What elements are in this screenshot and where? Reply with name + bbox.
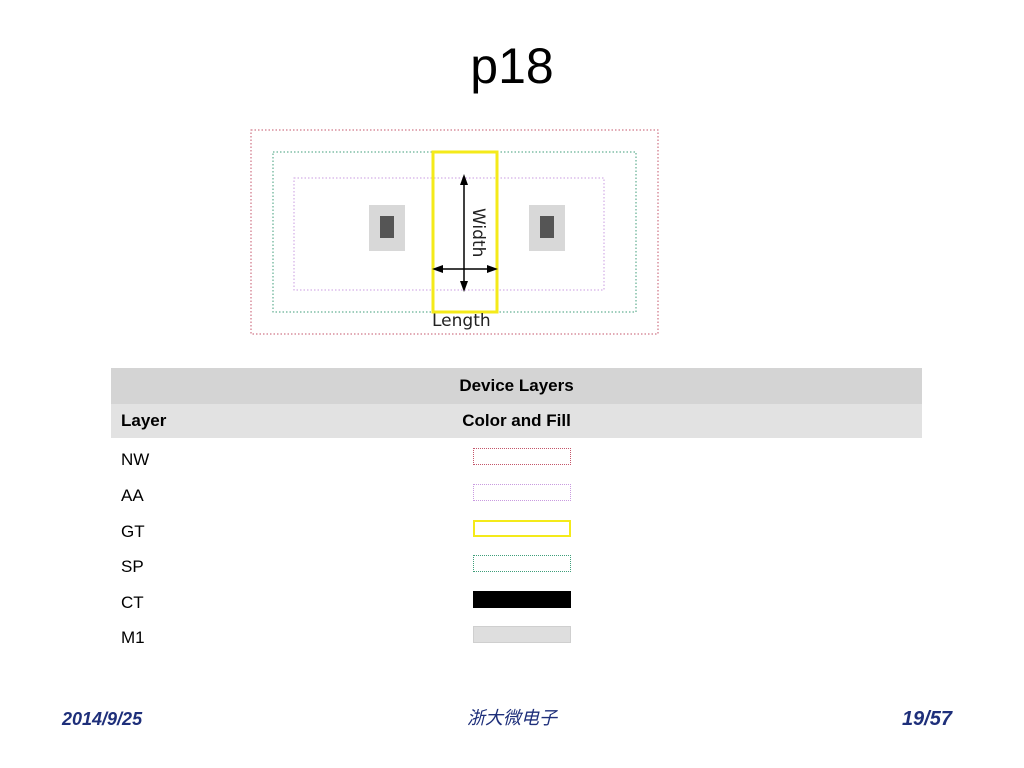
layer-name: CT — [121, 593, 144, 612]
device-layers-table: Device Layers Layer Color and Fill NW AA G… — [111, 368, 922, 647]
layer-row-gt: GT — [111, 518, 922, 548]
length-arrow-head-right — [487, 265, 498, 273]
width-arrow-head-top — [460, 174, 468, 185]
layer-swatch-m1 — [473, 626, 571, 643]
column-header-color: Color and Fill — [462, 411, 571, 430]
table-heading: Device Layers — [111, 368, 922, 404]
layer-name: AA — [121, 486, 144, 505]
aa-layer-outline — [293, 177, 605, 291]
layer-swatch-sp — [473, 555, 571, 572]
layer-name: GT — [121, 522, 145, 541]
layer-swatch-gt — [473, 520, 571, 537]
footer-organization: 浙大微电子 — [467, 708, 557, 729]
layer-name: NW — [121, 450, 150, 469]
transistor-layout-diagram: Length Width — [250, 128, 680, 338]
layout-drawing — [250, 129, 659, 335]
length-label: Length — [432, 311, 491, 331]
left-contact — [380, 216, 394, 238]
layer-swatch-aa — [473, 484, 571, 501]
width-label: Width — [468, 208, 488, 258]
gate-layer — [431, 150, 499, 314]
width-arrow-head-bottom — [460, 281, 468, 292]
layer-swatch-nw — [473, 448, 571, 465]
layer-row-m1: M1 — [111, 624, 922, 654]
length-arrow-head-left — [432, 265, 443, 273]
column-header-layer: Layer — [121, 411, 167, 430]
footer-page-number: 19/57 — [901, 708, 952, 730]
layer-row-nw: NW — [111, 446, 922, 476]
table-column-headers: Layer Color and Fill — [111, 404, 922, 438]
layer-name: SP — [121, 557, 144, 576]
layer-row-sp: SP — [111, 553, 922, 583]
layer-name: M1 — [121, 628, 145, 647]
right-contact — [540, 216, 554, 238]
nw-layer-outline — [250, 129, 659, 335]
slide-title: p18 — [470, 38, 554, 94]
layer-row-ct: CT — [111, 589, 922, 619]
layer-row-aa: AA — [111, 482, 922, 512]
sp-layer-outline — [272, 151, 637, 313]
footer-date: 2014/9/25 — [62, 709, 143, 729]
layer-swatch-ct — [473, 591, 571, 608]
